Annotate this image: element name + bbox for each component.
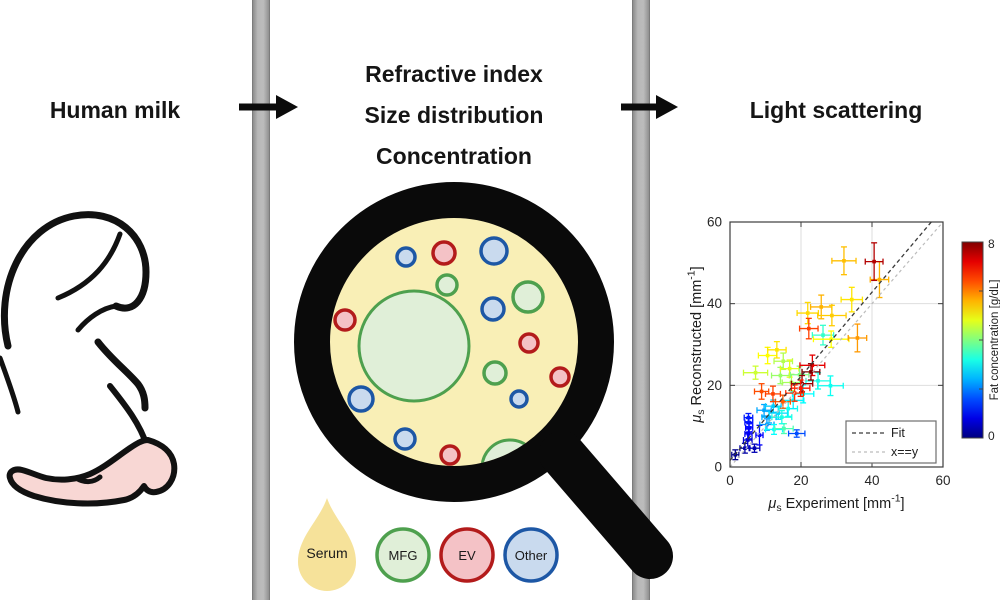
data-point (753, 383, 770, 400)
svg-text:60: 60 (707, 215, 722, 230)
ev-particle (439, 444, 461, 466)
svg-text:20: 20 (793, 473, 808, 488)
data-point (817, 304, 847, 327)
flow-arrow-icon (621, 95, 678, 119)
svg-text:40: 40 (707, 296, 722, 311)
legend-label-ev: EV (458, 548, 476, 563)
data-point (831, 246, 857, 276)
mfg-circle-icon (375, 527, 431, 583)
baby-arm-line (73, 474, 103, 485)
other-particle (509, 389, 529, 409)
data-point (796, 301, 820, 325)
data-point (742, 365, 769, 380)
ev-particle (333, 308, 357, 332)
baby-body (6, 437, 178, 507)
right-panel-title: Light scattering (749, 97, 923, 123)
mfg-particle (357, 289, 471, 403)
tick-labels: 0 20 40 60 0 20 40 60 (707, 215, 951, 489)
data-point (847, 323, 868, 353)
data-point (774, 423, 794, 435)
mother-shoulder-line (94, 338, 149, 412)
plot-points (731, 242, 890, 461)
data-point (798, 317, 819, 340)
ev-particle (549, 366, 571, 388)
colorbar: 8 0 Fat concentration [g/dL] (961, 237, 1000, 443)
mother-head-outline (1, 211, 150, 350)
data-point (869, 260, 890, 299)
legend-entry-identity: x==y (891, 445, 919, 459)
other-particle (479, 236, 509, 266)
middle-title-line-2: Size distribution (364, 102, 544, 128)
separator-bar-right (632, 0, 650, 600)
data-point (811, 324, 835, 346)
plot-legend: Fit x==y (845, 420, 937, 464)
legend-entry-fit: Fit (891, 426, 905, 440)
svg-text:0: 0 (714, 460, 722, 475)
data-point (787, 429, 806, 438)
data-point (755, 424, 764, 446)
x-axis-label: μs Experiment [mm-1] (767, 493, 904, 515)
scatter-plot: 0 20 40 60 0 20 40 60 μs Experiment [mm-1] μs Rec… (686, 215, 1000, 515)
magnifier-ring (294, 182, 614, 502)
data-point (743, 412, 754, 423)
svg-text:60: 60 (935, 473, 950, 488)
mother-baby-illustration (0, 211, 178, 507)
svg-text:20: 20 (707, 378, 722, 393)
legend-label-mfg: MFG (389, 548, 418, 563)
mfg-particle (435, 273, 459, 297)
colorbar-label: Fat concentration [g/dL] (989, 280, 1000, 401)
data-point (771, 409, 793, 425)
other-particle (395, 246, 417, 268)
data-point (766, 340, 787, 359)
other-particle (393, 427, 417, 451)
svg-text:40: 40 (864, 473, 879, 488)
data-point (764, 385, 782, 403)
mother-hair-strand (55, 231, 123, 301)
other-circle-icon (503, 527, 559, 583)
other-particle (480, 296, 506, 322)
y-axis-label: μs Reconstructed [mm-1] (686, 266, 708, 423)
data-point (864, 242, 884, 282)
mfg-particle (511, 280, 545, 314)
colorbar-tick-min: 0 (988, 429, 995, 443)
data-point (748, 443, 761, 453)
colorbar-tick-max: 8 (988, 237, 995, 251)
separator-bar-left (252, 0, 270, 600)
ev-circle-icon (439, 527, 495, 583)
fit-line (729, 221, 932, 461)
middle-title-line-3: Concentration (376, 143, 532, 169)
mother-face-line (75, 303, 119, 333)
middle-title-line-1: Refractive index (365, 61, 543, 87)
other-particle (347, 385, 375, 413)
data-point (812, 330, 850, 349)
particle-legend: Serum MFG EV Other (298, 498, 559, 591)
mother-back-line (0, 355, 21, 415)
data-point (840, 286, 864, 313)
ev-particle (518, 332, 540, 354)
middle-panel-title: Refractive index Size distribution Conce… (292, 54, 616, 177)
plot-frame (729, 221, 944, 468)
identity-line (729, 221, 944, 468)
legend-label-other: Other (515, 548, 548, 563)
left-panel-title: Human milk (49, 97, 181, 123)
flow-arrow-icon (239, 95, 298, 119)
ev-particle (431, 240, 457, 266)
svg-text:0: 0 (726, 473, 734, 488)
mfg-particle (482, 360, 508, 386)
magnifier-handle (539, 431, 673, 579)
serum-drop-icon (298, 498, 356, 591)
legend-label-serum: Serum (306, 545, 347, 561)
magnifier-icon (294, 182, 673, 579)
data-point (817, 375, 844, 397)
data-point (764, 423, 784, 435)
